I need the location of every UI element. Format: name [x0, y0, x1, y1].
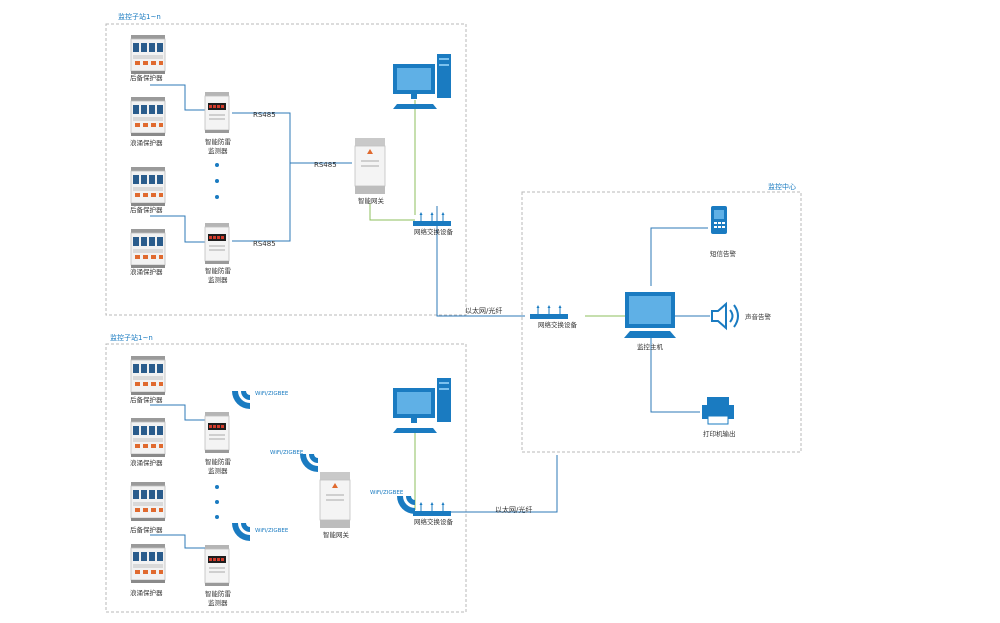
monitoring-center-frame: [521, 191, 802, 453]
substation-title-bottom: 监控子站1~n: [110, 333, 153, 342]
wifi-label-4: WiFi/ZIGBEE: [370, 490, 404, 496]
wifi-icon-3: [232, 523, 250, 541]
substation-frame-top: [105, 23, 467, 316]
smart-gateway-top: [354, 137, 386, 195]
surge-protector-1: [130, 96, 166, 137]
network-switch-center: [529, 304, 569, 320]
smart-gateway-bottom: [319, 471, 351, 529]
smart-monitor-4-label-b: 监测器: [208, 598, 228, 607]
smart-monitor-3-label-b: 监测器: [208, 466, 228, 475]
speaker-icon: [711, 301, 739, 331]
computer-bottom: [393, 378, 451, 433]
surge-protector-4-label: 浪涌保护器: [130, 588, 163, 597]
smart-gateway-bottom-label: 智能网关: [323, 530, 350, 539]
surge-protector-3: [130, 417, 166, 458]
wifi-icon-1: [232, 391, 250, 409]
surge-protector-3-label: 浪涌保护器: [130, 458, 163, 467]
backup-protector-1: [130, 34, 166, 75]
surge-protector-2-label: 浪涌保护器: [130, 267, 163, 276]
network-switch-top-label: 网络交换设备: [414, 227, 454, 236]
backup-protector-2-label: 后备保护器: [130, 205, 163, 214]
backup-protector-2: [130, 166, 166, 207]
smart-monitor-1-label-b: 监测器: [208, 146, 228, 155]
rs485-label-3: RS485: [314, 161, 337, 169]
ethernet-label-top: 以太网/光纤: [465, 306, 502, 315]
ellipsis-dots-top: [215, 163, 219, 199]
top-connection-lines: [150, 84, 708, 513]
rs485-label-1: RS485: [253, 111, 276, 119]
smart-monitor-2: [204, 222, 230, 265]
surge-protector-1-label: 浪涌保护器: [130, 138, 163, 147]
smart-monitor-4-label-a: 智能防雷: [205, 589, 231, 598]
network-switch-bottom: [412, 501, 452, 517]
network-switch-center-label: 网络交换设备: [538, 320, 578, 329]
smart-monitor-1-label-a: 智能防雷: [205, 137, 231, 146]
monitor-host-icon: [624, 292, 676, 338]
monitoring-center-title: 监控中心: [768, 182, 796, 191]
backup-protector-4: [130, 481, 166, 522]
printer-output-label: 打印机输出: [703, 429, 736, 438]
backup-protector-1-label: 后备保护器: [130, 73, 163, 82]
backup-protector-4-label: 后备保护器: [130, 525, 163, 534]
smart-monitor-2-label-a: 智能防雷: [205, 266, 231, 275]
smart-monitor-3-label-a: 智能防雷: [205, 457, 231, 466]
sound-alarm-label: 声音告警: [745, 312, 772, 321]
rs485-label-2: RS485: [253, 240, 276, 248]
sms-alarm-label: 短信告警: [710, 249, 737, 258]
computer-top: [393, 54, 451, 109]
smart-monitor-3: [204, 411, 230, 454]
ethernet-label-bottom: 以太网/光纤: [495, 505, 532, 514]
ellipsis-dots-bottom: [215, 485, 219, 519]
wifi-icon-2: [300, 454, 318, 472]
backup-protector-3: [130, 355, 166, 396]
bottom-connection-lines: [150, 404, 205, 549]
phone-icon: [711, 206, 727, 234]
network-switch-bottom-label: 网络交换设备: [414, 517, 454, 526]
printer-icon: [702, 397, 734, 425]
wifi-label-1: WiFi/ZIGBEE: [255, 391, 289, 397]
smart-monitor-4: [204, 544, 230, 587]
substation-title-top: 监控子站1~n: [118, 12, 161, 21]
substation-frame-bottom: [105, 343, 467, 613]
wifi-icon-4: [397, 496, 415, 514]
surge-protector-4: [130, 543, 166, 584]
surge-protector-2: [130, 228, 166, 269]
smart-monitor-1: [204, 91, 230, 134]
monitor-host-label: 监控主机: [637, 342, 664, 351]
wifi-label-3: WiFi/ZIGBEE: [255, 528, 289, 534]
network-switch-top: [412, 211, 452, 227]
smart-monitor-2-label-b: 监测器: [208, 275, 228, 284]
backup-protector-3-label: 后备保护器: [130, 395, 163, 404]
wifi-label-2: WiFi/ZIGBEE: [270, 450, 304, 456]
smart-gateway-top-label: 智能网关: [358, 196, 385, 205]
green-links: [369, 100, 625, 510]
